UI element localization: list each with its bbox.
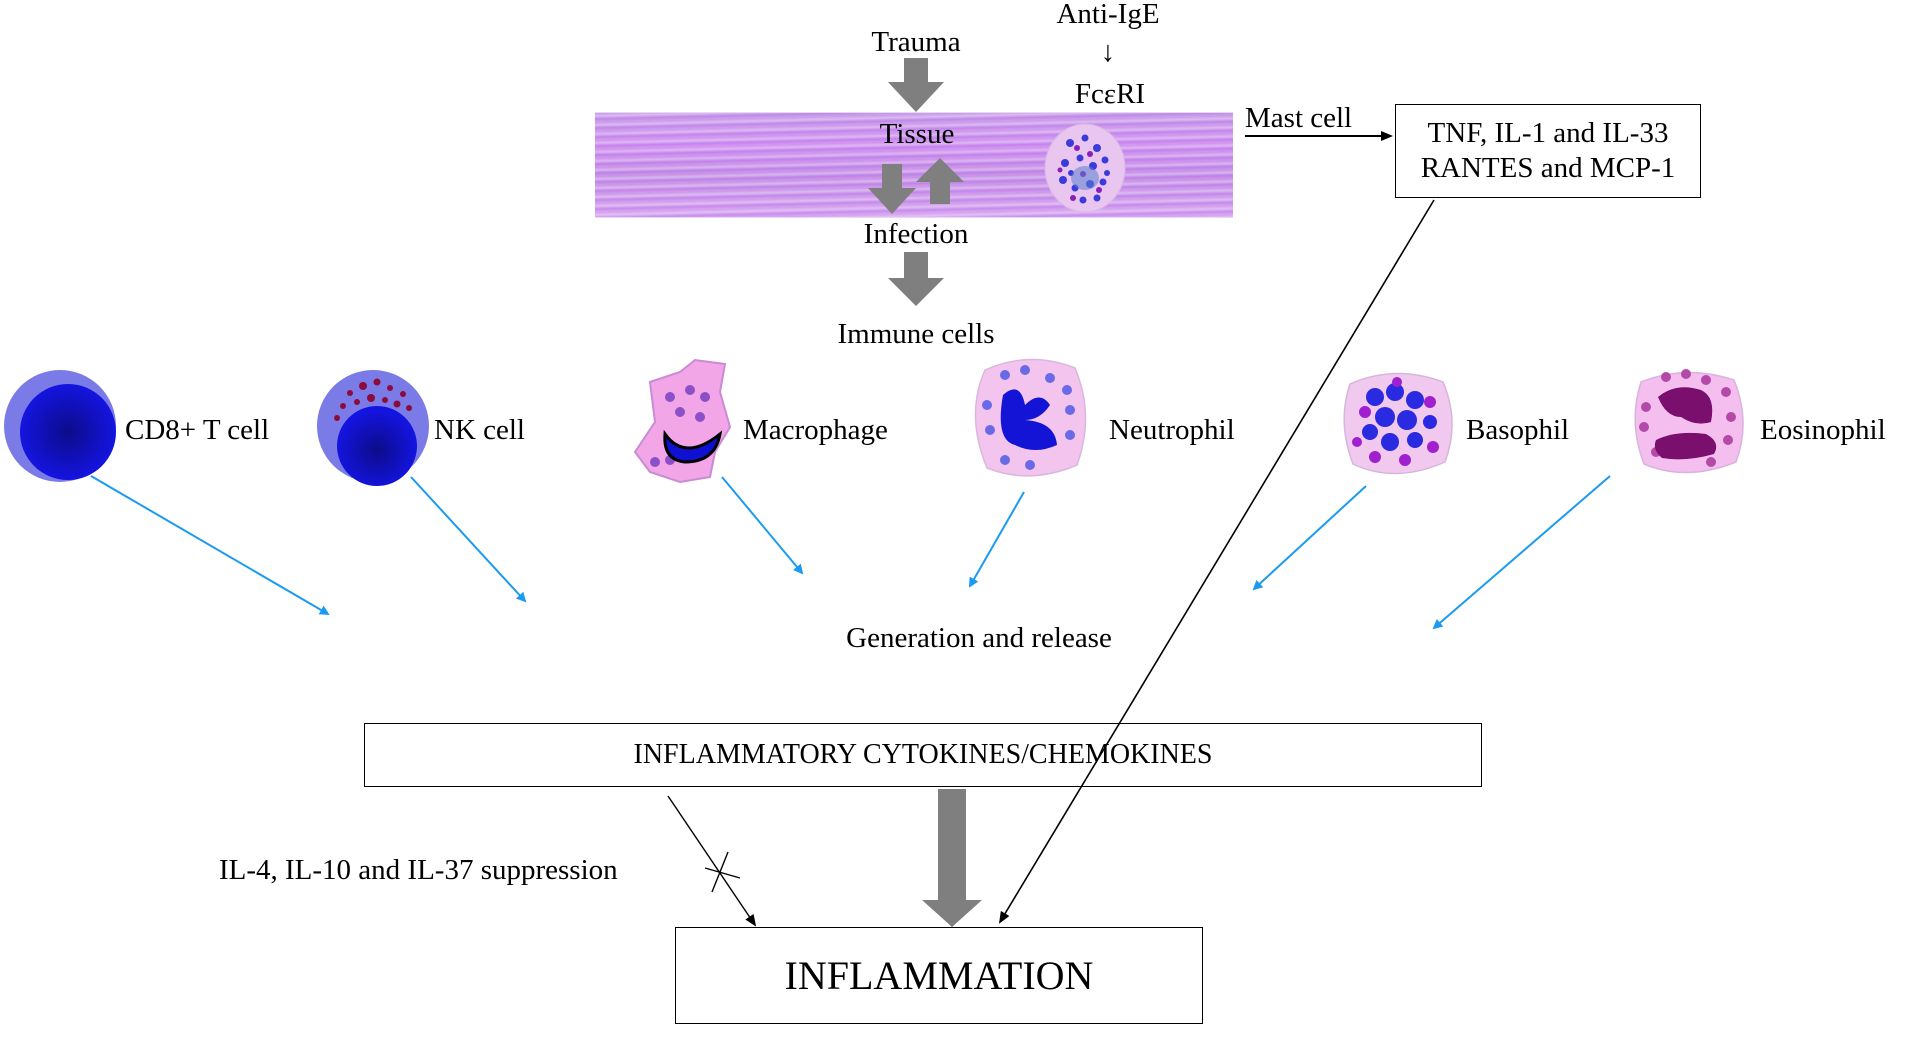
blocked-cross-icon [704,851,741,893]
inflammation-box-label: INFLAMMATION [784,953,1094,998]
infection-to-immune-arrow-icon [888,252,944,306]
tissue-band [595,112,1233,218]
macrophage-arrow [721,476,804,575]
neutrophil-icon [974,358,1087,477]
cytokines-box-label: INFLAMMATORY CYTOKINES/CHEMOKINES [633,739,1213,770]
basophil-arrow [1252,485,1367,591]
fceri-label: FcεRI [1074,78,1146,110]
down-arrow-icon: ↓ [1100,36,1116,68]
suppression-label: IL-4, IL-10 and IL-37 suppression [219,854,618,886]
suppression-arrow [667,795,757,927]
cell-label-eosinophil: Eosinophil [1760,414,1886,446]
immune-cells-label: Immune cells [837,318,995,350]
cell-label-nk: NK cell [434,414,525,446]
tissue-to-infection-arrow-icon [868,164,916,214]
macrophage-icon [633,358,732,484]
mast-products-box: TNF, IL-1 and IL-33 RANTES and MCP-1 [1395,104,1701,198]
t-cell-icon [4,370,116,482]
inflammation-box: INFLAMMATION [675,927,1203,1024]
cell-label-macrophage: Macrophage [743,414,888,446]
anti-ige-label: Anti-IgE [1056,0,1160,30]
nk-arrow [410,476,527,603]
tissue-label: Tissue [879,118,955,150]
neutrophil-arrow [969,491,1025,588]
infection-label: Infection [863,218,969,250]
trauma-arrow-icon [888,58,944,112]
cytokines-box: INFLAMMATORY CYTOKINES/CHEMOKINES [364,723,1482,787]
cytokines-to-inflammation-arrow-icon [922,789,982,927]
mast-cell-icon [1044,123,1126,213]
eosinophil-icon [1634,369,1744,474]
cell-label-basophil: Basophil [1466,414,1570,446]
cell-label-neutrophil: Neutrophil [1109,414,1235,446]
infection-to-tissue-arrow-icon [916,158,964,204]
mast-cell-label: Mast cell [1245,102,1353,134]
trauma-label: Trauma [871,26,961,58]
cell-label-cd8: CD8+ T cell [125,414,270,446]
nk-cell-icon [317,370,429,486]
mast-products-to-inflammation-arrow [998,199,1435,924]
mast-products-line2: RANTES and MCP-1 [1420,152,1676,184]
generation-release-label: Generation and release [846,622,1112,654]
cd8-arrow [90,475,330,616]
basophil-icon [1343,372,1453,475]
eosinophil-arrow [1432,475,1611,630]
mast-products-line1: TNF, IL-1 and IL-33 [1427,117,1669,150]
